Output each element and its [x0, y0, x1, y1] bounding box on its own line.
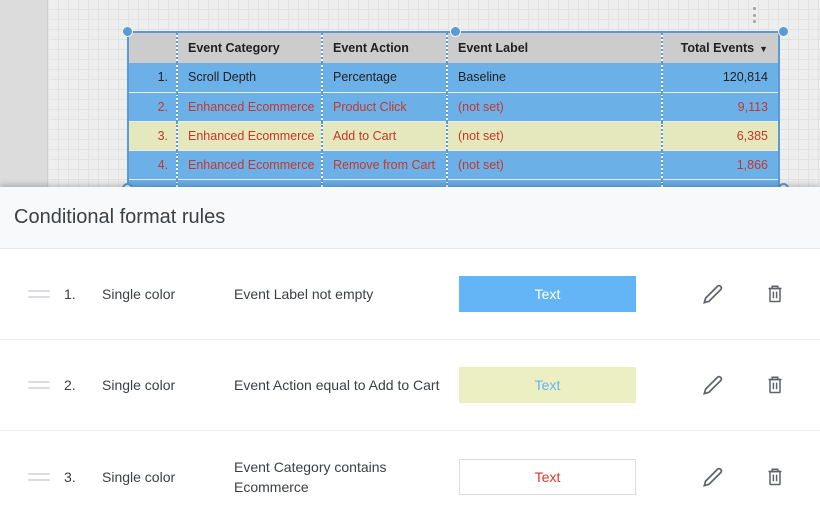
- table-header: Event Category Event Action Event Label …: [129, 33, 778, 63]
- dot: [753, 14, 756, 17]
- selection-handle-top-right[interactable]: [778, 26, 789, 37]
- rule-number: 3.: [50, 469, 102, 485]
- bar: [28, 473, 50, 475]
- table-widget[interactable]: Event Category Event Action Event Label …: [127, 31, 780, 189]
- bar: [28, 479, 50, 481]
- rule-color-preview[interactable]: Text: [459, 367, 636, 403]
- cell-event-action: Percentage: [322, 63, 447, 92]
- dot: [753, 20, 756, 23]
- rule-type: Single color: [102, 377, 234, 393]
- rule-row[interactable]: 1. Single color Event Label not empty Te…: [0, 249, 820, 340]
- rule-color-preview[interactable]: Text: [459, 459, 636, 495]
- data-table: Event Category Event Action Event Label …: [129, 33, 778, 209]
- more-vert-icon[interactable]: [747, 4, 761, 26]
- column-header-index[interactable]: [129, 33, 177, 63]
- cell-event-category: Enhanced Ecommerce: [177, 121, 322, 150]
- sort-desc-icon[interactable]: ▼: [759, 44, 768, 54]
- rule-number: 2.: [50, 377, 102, 393]
- rule-number: 1.: [50, 286, 102, 302]
- pencil-icon[interactable]: [682, 464, 744, 490]
- column-header-total-events[interactable]: Total Events ▼: [662, 33, 778, 63]
- conditional-format-rules-dialog: Conditional format rules 1. Single color…: [0, 187, 820, 524]
- cell-event-label: Baseline: [447, 63, 662, 92]
- rule-row[interactable]: 3. Single color Event Category contains …: [0, 431, 820, 522]
- table-header-row: Event Category Event Action Event Label …: [129, 33, 778, 63]
- selection-handle-top-center[interactable]: [450, 26, 461, 37]
- bar: [28, 381, 50, 383]
- cell-event-action: Remove from Cart: [322, 150, 447, 179]
- table-row[interactable]: 1. Scroll Depth Percentage Baseline 120,…: [129, 63, 778, 92]
- cell-event-action: Add to Cart: [322, 121, 447, 150]
- rule-color-preview[interactable]: Text: [459, 276, 636, 312]
- cell-event-category: Enhanced Ecommerce: [177, 150, 322, 179]
- cell-event-category: Scroll Depth: [177, 63, 322, 92]
- rule-condition: Event Action equal to Add to Cart: [234, 375, 459, 395]
- bar: [28, 296, 50, 298]
- column-header-event-action[interactable]: Event Action: [322, 33, 447, 63]
- drag-handle-icon[interactable]: [28, 381, 50, 389]
- row-index: 1.: [129, 63, 177, 92]
- row-index: 4.: [129, 150, 177, 179]
- cell-event-action: Product Click: [322, 92, 447, 121]
- cell-event-category: Enhanced Ecommerce: [177, 92, 322, 121]
- canvas-left-gutter: [0, 0, 48, 190]
- rule-type: Single color: [102, 286, 234, 302]
- trash-icon[interactable]: [744, 373, 806, 397]
- column-header-total-events-label: Total Events: [681, 41, 754, 55]
- cell-total-events: 9,113: [662, 92, 778, 121]
- trash-icon[interactable]: [744, 282, 806, 306]
- pencil-icon[interactable]: [682, 281, 744, 307]
- drag-handle-icon[interactable]: [28, 473, 50, 481]
- rules-list: 1. Single color Event Label not empty Te…: [0, 249, 820, 522]
- cell-event-label: (not set): [447, 150, 662, 179]
- dialog-header: Conditional format rules: [0, 187, 820, 249]
- bar: [28, 290, 50, 292]
- rule-condition: Event Category contains Ecommerce: [234, 457, 459, 497]
- table-row[interactable]: 4. Enhanced Ecommerce Remove from Cart (…: [129, 150, 778, 179]
- trash-icon[interactable]: [744, 465, 806, 489]
- column-header-event-label[interactable]: Event Label: [447, 33, 662, 63]
- table-row[interactable]: 3. Enhanced Ecommerce Add to Cart (not s…: [129, 121, 778, 150]
- dot: [753, 7, 756, 10]
- cell-total-events: 6,385: [662, 121, 778, 150]
- selection-handle-top-left[interactable]: [122, 26, 133, 37]
- column-header-event-category[interactable]: Event Category: [177, 33, 322, 63]
- row-index: 2.: [129, 92, 177, 121]
- drag-handle-icon[interactable]: [28, 290, 50, 298]
- bar: [28, 387, 50, 389]
- pencil-icon[interactable]: [682, 372, 744, 398]
- cell-total-events: 1,866: [662, 150, 778, 179]
- cell-total-events: 120,814: [662, 63, 778, 92]
- dialog-title: Conditional format rules: [0, 206, 225, 229]
- table-row[interactable]: 2. Enhanced Ecommerce Product Click (not…: [129, 92, 778, 121]
- cell-event-label: (not set): [447, 121, 662, 150]
- cell-event-label: (not set): [447, 92, 662, 121]
- rule-type: Single color: [102, 469, 234, 485]
- rule-condition: Event Label not empty: [234, 284, 459, 304]
- row-index: 3.: [129, 121, 177, 150]
- rule-row[interactable]: 2. Single color Event Action equal to Ad…: [0, 340, 820, 431]
